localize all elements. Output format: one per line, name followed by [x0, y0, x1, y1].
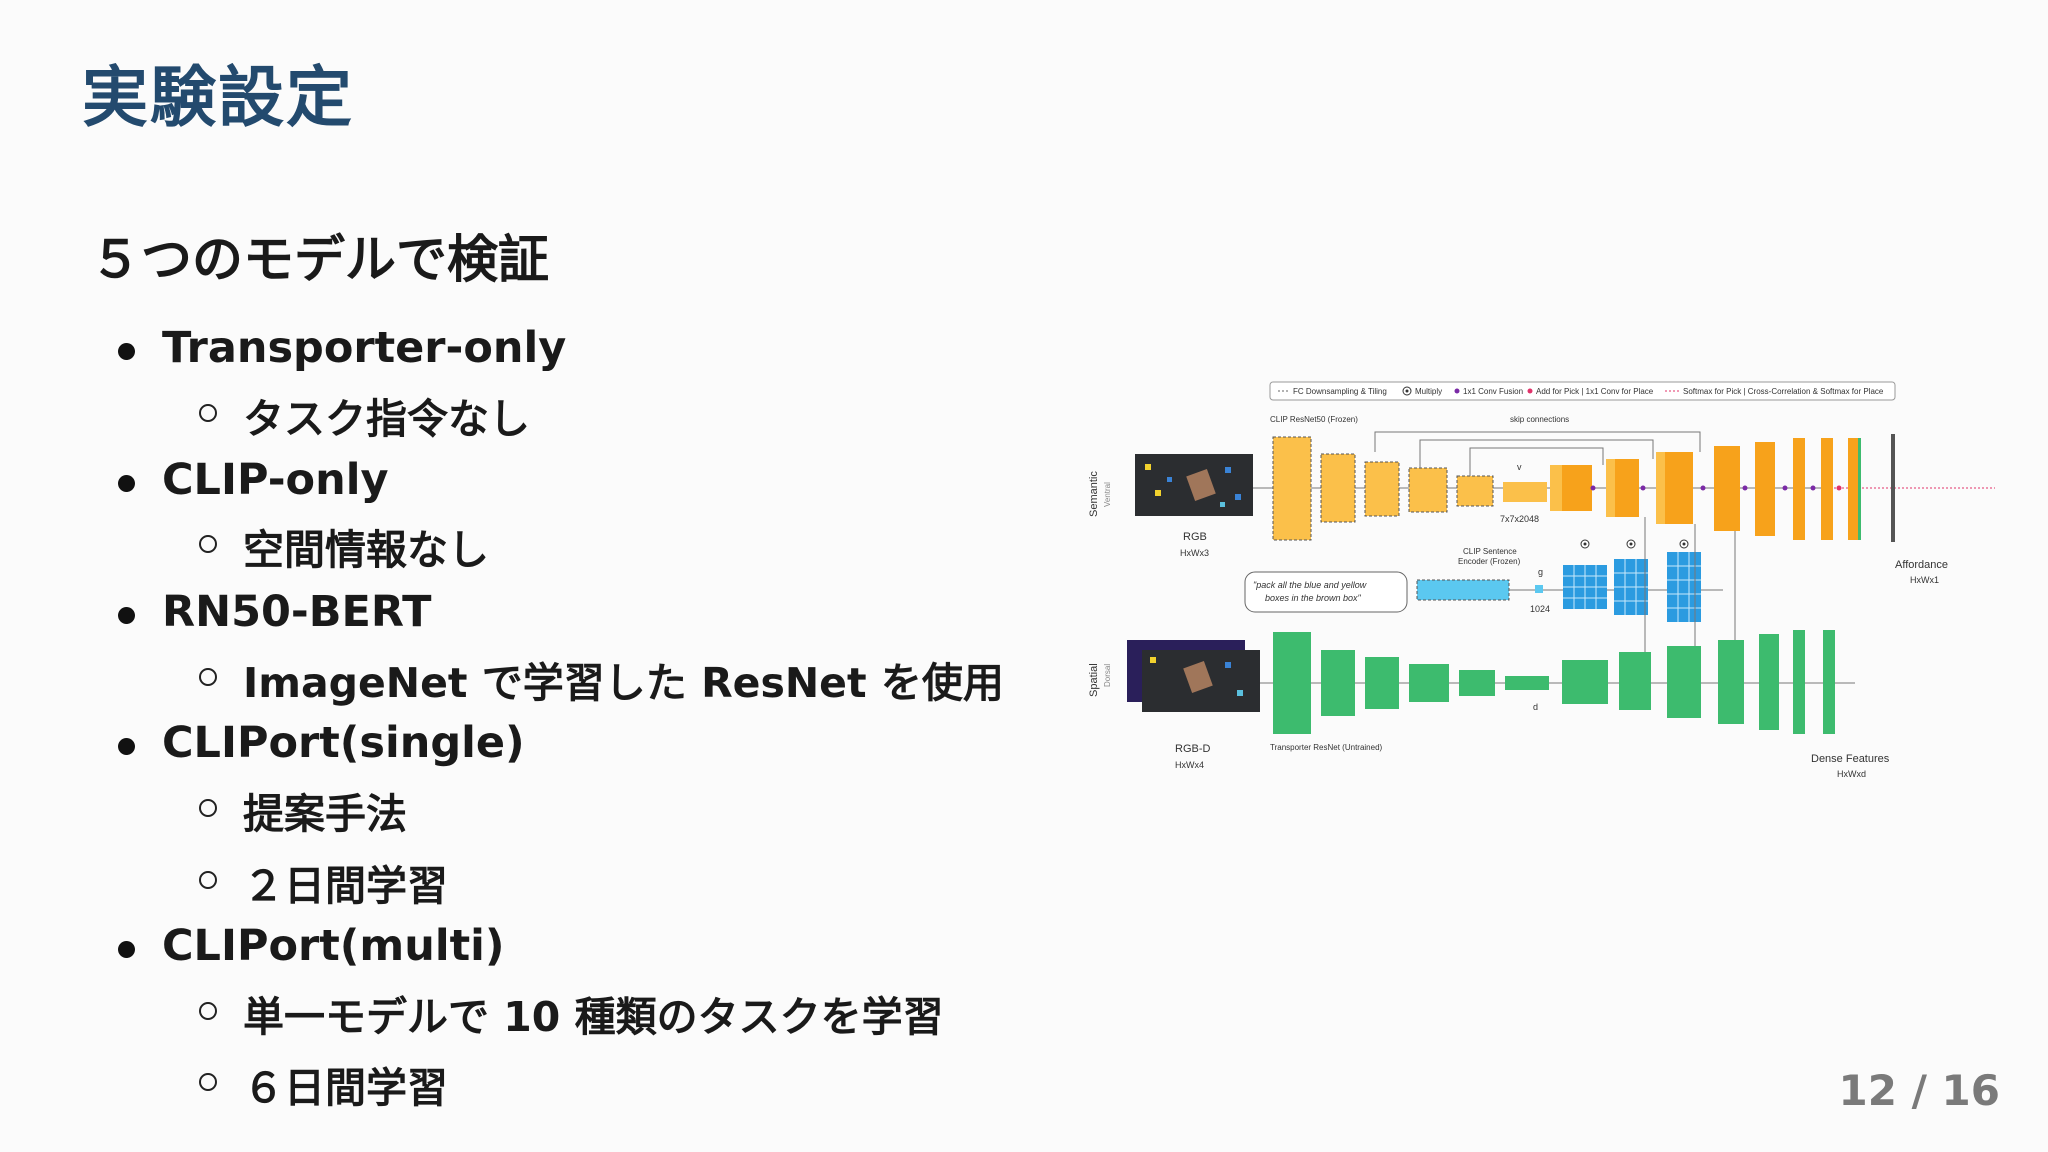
sub-bullet-marker — [199, 799, 217, 817]
transporter-block — [1459, 670, 1495, 696]
language-tile-block — [1614, 559, 1648, 615]
spatial-label: Spatial — [1088, 663, 1100, 697]
bullet-marker — [118, 343, 135, 360]
rgb-dim-label: HxWx3 — [1180, 548, 1209, 558]
language-tile-block — [1563, 565, 1607, 609]
decoder-block — [1665, 452, 1693, 524]
transporter-block — [1273, 632, 1311, 734]
transporter-decoder-block — [1562, 660, 1608, 704]
sub-bullet-item: 単一モデルで 10 種類のタスクを学習 — [243, 993, 944, 1041]
slide-title: 実験設定 — [82, 59, 354, 136]
transporter-decoder-block — [1667, 646, 1701, 718]
decoder-block — [1821, 438, 1833, 540]
cliport-architecture-figure: FC Downsampling & Tiling Multiply 1x1 Co… — [1075, 372, 2015, 792]
skip-connections-label: skip connections — [1510, 415, 1569, 424]
bullet-marker — [118, 941, 135, 958]
dense-features-label: Dense Features — [1811, 753, 1890, 765]
sentence-encoder-block — [1416, 579, 1510, 601]
bullet-marker — [118, 738, 135, 755]
bullet-marker — [118, 607, 135, 624]
legend-multiply: Multiply — [1415, 387, 1442, 396]
slide-subtitle: ５つのモデルで検証 — [90, 231, 550, 290]
decoder-block — [1714, 446, 1740, 531]
rgbd-dim-label: HxWx4 — [1175, 760, 1204, 770]
affordance-dim-label: HxWx1 — [1910, 575, 1939, 585]
ventral-label: Ventral — [1103, 482, 1112, 507]
legend-box — [1269, 381, 1896, 401]
sub-bullet-marker — [199, 871, 217, 889]
bullet-marker — [118, 475, 135, 492]
clip-block — [1364, 461, 1400, 517]
sub-bullet-marker — [199, 535, 217, 553]
clip-block — [1272, 436, 1312, 541]
transporter-decoder-block — [1718, 640, 1744, 724]
architecture-diagram: FC Downsampling & Tiling Multiply 1x1 Co… — [1088, 381, 1995, 779]
decoder-block — [1793, 438, 1805, 540]
rgb-label: RGB — [1183, 531, 1207, 543]
sub-bullet-item: 提案手法 — [243, 790, 407, 838]
decoder-block — [1848, 438, 1858, 540]
dorsal-label: Dorsal — [1103, 664, 1112, 687]
d-label: d — [1533, 702, 1538, 712]
instruction-line-2: boxes in the brown box" — [1265, 593, 1362, 603]
decoder-block — [1755, 442, 1775, 536]
semantic-label: Semantic — [1088, 471, 1100, 517]
sub-bullet-item: 空間情報なし — [243, 526, 489, 574]
clip-block — [1408, 467, 1448, 513]
sub-bullet-marker — [199, 404, 217, 422]
sub-bullet-marker — [199, 1002, 217, 1020]
bullet-item: Transporter-only — [162, 323, 567, 373]
add-legend-icon — [1527, 388, 1533, 394]
sub-bullet-marker — [199, 1073, 217, 1091]
rgbd-label: RGB-D — [1175, 743, 1211, 755]
affordance-label: Affordance — [1895, 559, 1948, 571]
legend-fc: FC Downsampling & Tiling — [1293, 387, 1387, 396]
sentence-enc-label-1: CLIP Sentence — [1463, 547, 1517, 556]
clip-block — [1456, 475, 1494, 507]
transporter-block — [1321, 650, 1355, 716]
bullet-item: CLIPort(single) — [162, 718, 525, 768]
sub-bullet-item: ２日間学習 — [243, 862, 448, 910]
language-tile-block — [1667, 552, 1701, 622]
bullet-item: RN50-BERT — [162, 587, 432, 637]
conv-legend-icon — [1454, 388, 1460, 394]
transporter-block — [1505, 676, 1549, 690]
sub-bullet-item: ６日間学習 — [243, 1064, 448, 1112]
affordance-output — [1891, 434, 1895, 542]
transporter-decoder-block — [1793, 630, 1805, 734]
page-number: 12 / 16 — [1838, 1066, 2000, 1115]
g-vector — [1535, 585, 1543, 593]
transporter-block — [1409, 664, 1449, 702]
clip-resnet-label: CLIP ResNet50 (Frozen) — [1270, 415, 1358, 424]
bullet-item: CLIPort(multi) — [162, 921, 505, 971]
transporter-decoder-block — [1759, 634, 1779, 730]
sub-bullet-item: ImageNet で学習した ResNet を使用 — [243, 659, 1004, 707]
g-label: g — [1538, 567, 1543, 577]
sub-bullet-marker — [199, 668, 217, 686]
legend-softmax: Softmax for Pick | Cross-Correlation & S… — [1683, 387, 1884, 396]
dim-1024-label: 1024 — [1530, 604, 1550, 614]
clip-feature-block — [1503, 482, 1547, 502]
dense-dim-label: HxWxd — [1837, 769, 1866, 779]
sentence-enc-label-2: Encoder (Frozen) — [1458, 557, 1521, 566]
transporter-label: Transporter ResNet (Untrained) — [1270, 743, 1383, 752]
transporter-block — [1365, 657, 1399, 709]
dim-7x7-label: 7x7x2048 — [1500, 514, 1539, 524]
legend-conv: 1x1 Conv Fusion — [1463, 387, 1523, 396]
decoder-block — [1615, 459, 1639, 517]
instruction-line-1: "pack all the blue and yellow — [1253, 580, 1367, 590]
sub-bullet-item: タスク指令なし — [243, 395, 530, 443]
decoder-block — [1562, 465, 1592, 511]
legend-add: Add for Pick | 1x1 Conv for Place — [1536, 387, 1654, 396]
instruction-bubble — [1244, 571, 1408, 613]
transporter-decoder-block — [1823, 630, 1835, 734]
bullet-item: CLIP-only — [162, 455, 389, 505]
clip-block — [1320, 453, 1356, 523]
transporter-decoder-block — [1619, 652, 1651, 710]
v-label: v — [1517, 462, 1522, 472]
